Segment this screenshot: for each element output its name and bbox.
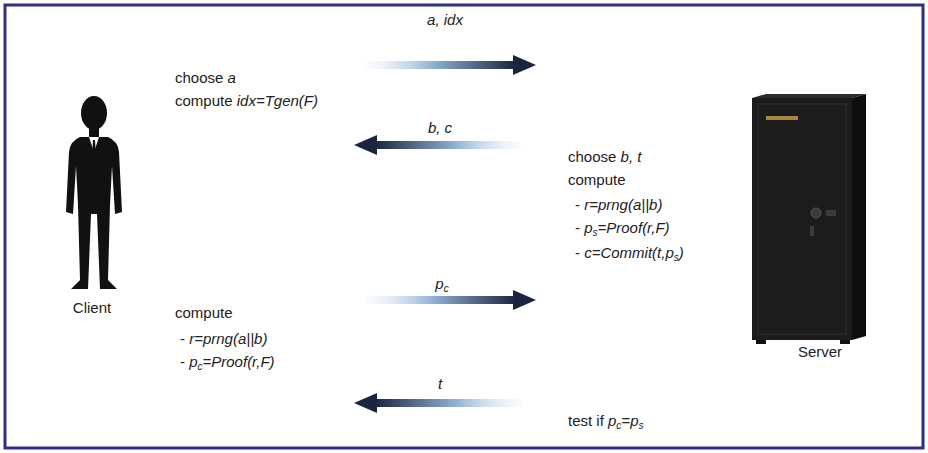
step-text: compute <box>175 304 233 322</box>
step-text: - r=prng(a||b) <box>575 196 662 214</box>
actor-label: Server <box>798 343 842 361</box>
step-text: choose a <box>175 69 236 87</box>
server-safe <box>752 94 866 344</box>
message-label: b, c <box>428 119 452 137</box>
message-label: a, idx <box>427 11 463 29</box>
step-text: - ps=Proof(r,F) <box>575 219 670 237</box>
client-figure <box>66 96 122 289</box>
step-text: - pc=Proof(r,F) <box>180 353 275 371</box>
message-label: t <box>438 375 442 393</box>
step-text: - r=prng(a||b) <box>180 330 267 348</box>
step-text: test if pc=ps <box>568 412 643 430</box>
frame-border <box>5 5 923 448</box>
message-arrow <box>365 55 536 75</box>
step-text: compute <box>568 171 626 189</box>
step-text: choose b, t <box>568 148 641 166</box>
message-arrow <box>365 290 536 310</box>
message-arrow <box>354 393 522 413</box>
actor-label: Client <box>73 299 111 317</box>
step-text: compute idx=Tgen(F) <box>175 92 318 110</box>
message-label: pc <box>435 275 448 293</box>
step-text: - c=Commit(t,ps) <box>575 244 684 262</box>
message-arrow <box>354 135 522 155</box>
